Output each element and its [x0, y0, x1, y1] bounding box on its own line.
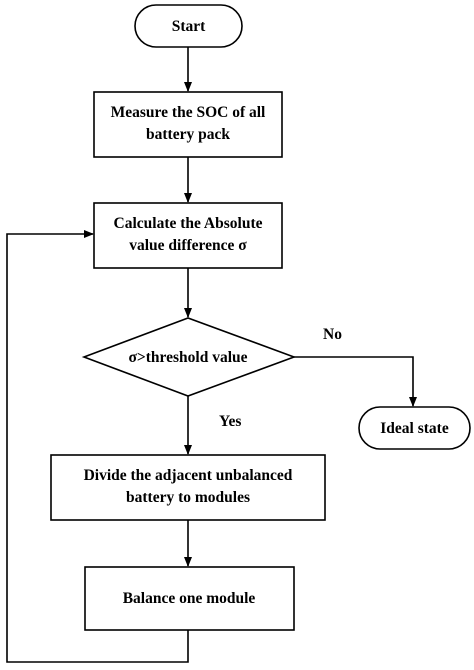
divide-label-line2: battery to modules: [126, 489, 250, 506]
calculate-difference-node: Calculate the Absolute value difference …: [93, 202, 283, 269]
yes-edge-label: Yes: [219, 413, 241, 430]
decision-label: σ>threshold value: [128, 349, 247, 366]
threshold-decision-node: σ>threshold value: [81, 317, 297, 397]
balance-module-node: Balance one module: [84, 566, 295, 631]
calculate-label-line1: Calculate the Absolute: [114, 215, 263, 232]
measure-label-line1: Measure the SOC of all: [111, 104, 266, 121]
measure-soc-node: Measure the SOC of all battery pack: [93, 91, 283, 158]
calculate-label-line2: value difference σ: [129, 237, 247, 254]
balance-label: Balance one module: [123, 590, 256, 607]
ideal-state-label: Ideal state: [380, 420, 449, 437]
start-node: Start: [134, 4, 243, 48]
no-edge-label: No: [323, 326, 342, 343]
divide-label-line1: Divide the adjacent unbalanced: [84, 467, 293, 484]
ideal-state-node: Ideal state: [358, 406, 471, 450]
measure-label-line2: battery pack: [146, 126, 230, 143]
arrow-loop-back-to-calculate: [6, 230, 189, 663]
start-label: Start: [172, 18, 206, 35]
divide-modules-node: Divide the adjacent unbalanced battery t…: [50, 454, 326, 521]
arrow-decision-to-ideal: [294, 356, 417, 407]
